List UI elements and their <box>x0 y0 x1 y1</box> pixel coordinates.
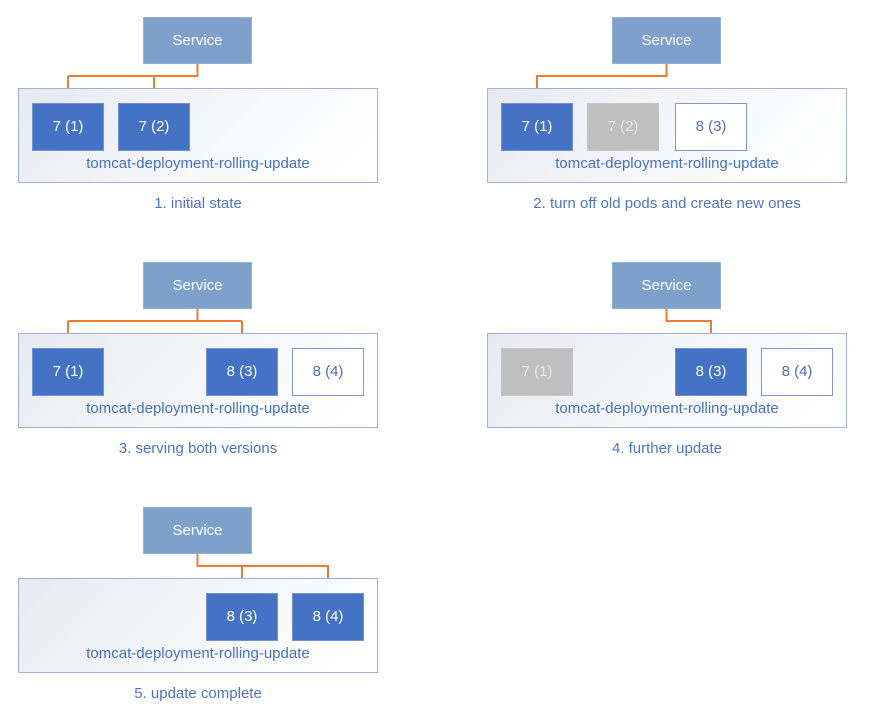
pod-7-1: 7 (1) <box>501 348 573 396</box>
pod-7-1: 7 (1) <box>32 103 104 151</box>
pod-7-2: 7 (2) <box>587 103 659 151</box>
panel-initial-state: Service 7 (1) 7 (2) tomcat-deployment-ro… <box>0 0 400 225</box>
service-box: Service <box>612 262 721 309</box>
panel-caption: 5. update complete <box>134 685 262 702</box>
deployment-label: tomcat-deployment-rolling-update <box>86 645 310 662</box>
service-box: Service <box>143 262 252 309</box>
pod-8-3: 8 (3) <box>206 348 278 396</box>
pod-8-3: 8 (3) <box>675 103 747 151</box>
deployment-label: tomcat-deployment-rolling-update <box>86 400 310 417</box>
panel-caption: 3. serving both versions <box>118 440 278 457</box>
deployment-label: tomcat-deployment-rolling-update <box>555 155 779 172</box>
service-box: Service <box>143 507 252 554</box>
pod-8-3: 8 (3) <box>675 348 747 396</box>
panel-turn-off-old-pods: Service 7 (1) 7 (2) 8 (3) tomcat-deploym… <box>469 0 869 225</box>
deployment-label: tomcat-deployment-rolling-update <box>86 155 310 172</box>
pod-8-4: 8 (4) <box>292 348 364 396</box>
pod-8-4: 8 (4) <box>292 593 364 641</box>
pod-7-2: 7 (2) <box>118 103 190 151</box>
service-box: Service <box>612 17 721 64</box>
pod-8-3: 8 (3) <box>206 593 278 641</box>
pod-7-1: 7 (1) <box>32 348 104 396</box>
panel-caption: 4. further update <box>611 440 723 457</box>
deployment-label: tomcat-deployment-rolling-update <box>555 400 779 417</box>
pod-7-1: 7 (1) <box>501 103 573 151</box>
panel-serving-both-versions: Service 7 (1) 8 (3) 8 (4) tomcat-deploym… <box>0 245 400 470</box>
panel-update-complete: Service 8 (3) 8 (4) tomcat-deployment-ro… <box>0 490 400 715</box>
panel-further-update: Service 7 (1) 8 (3) 8 (4) tomcat-deploym… <box>469 245 869 470</box>
panel-caption: 1. initial state <box>154 195 242 212</box>
service-box: Service <box>143 17 252 64</box>
pod-8-4: 8 (4) <box>761 348 833 396</box>
panel-caption: 2. turn off old pods and create new ones <box>533 195 801 212</box>
